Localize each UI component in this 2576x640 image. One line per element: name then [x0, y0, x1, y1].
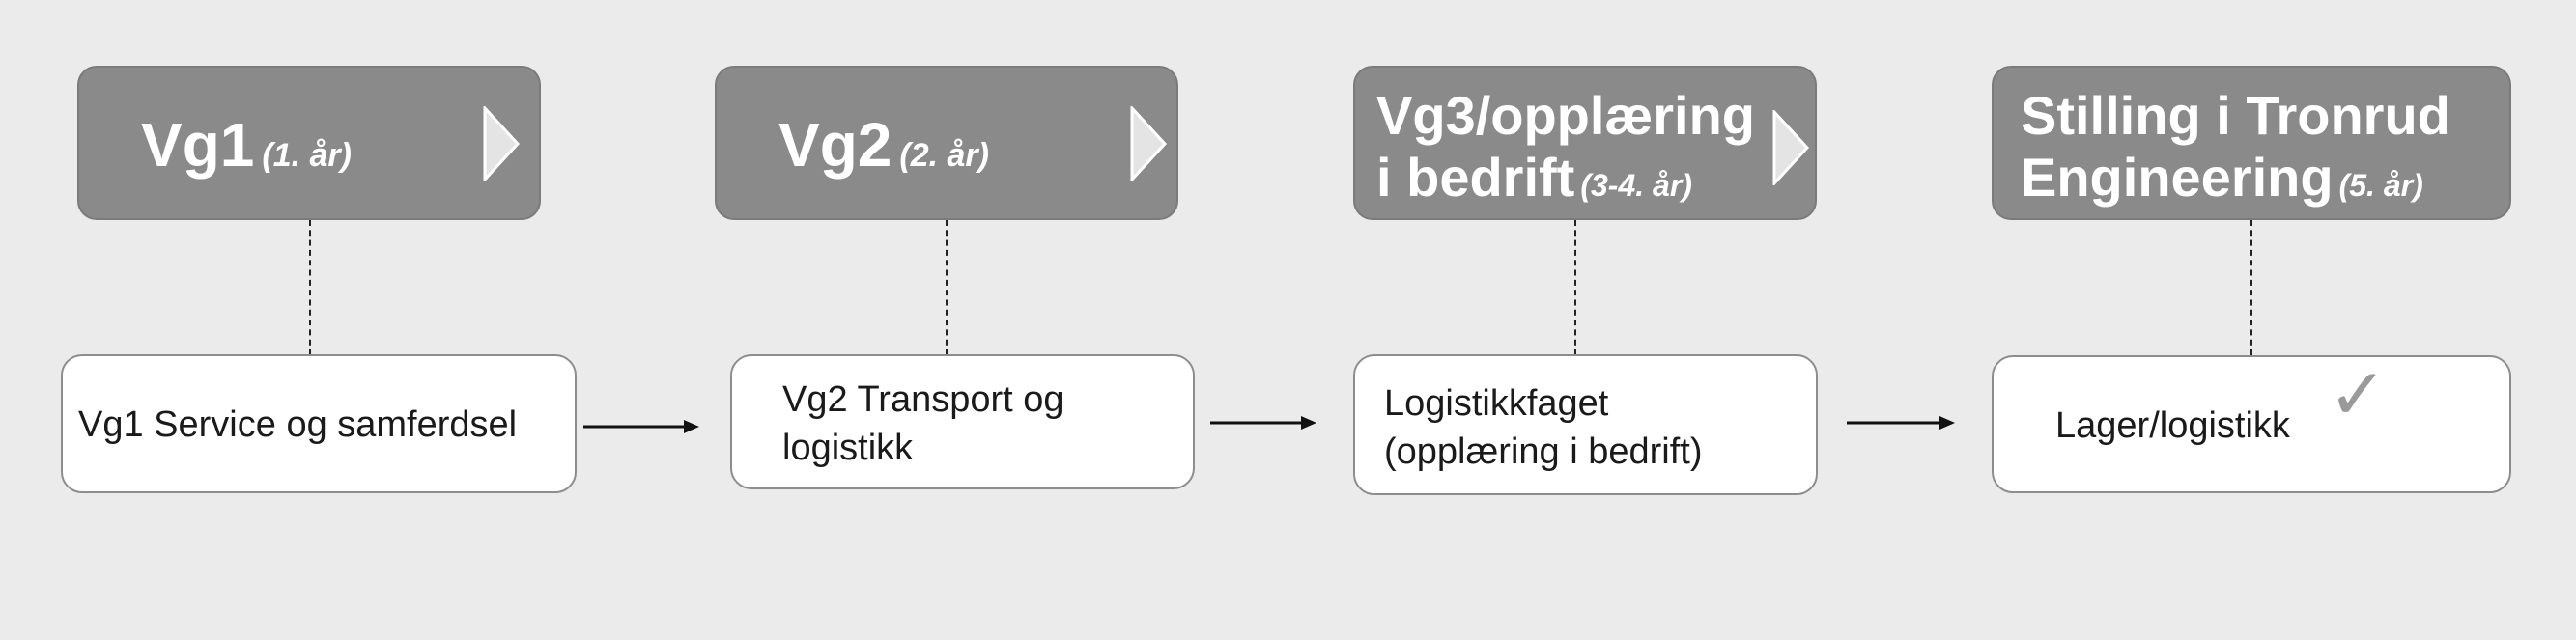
- course-employment: Lager/logistikk ✓: [1992, 355, 2511, 493]
- stage-title: Vg1(1. år): [141, 114, 352, 186]
- course-label: Lager/logistikk: [2055, 405, 2290, 446]
- course-vg3: Logistikkfaget (opplæring i bedrift): [1353, 354, 1818, 495]
- chevron-right-icon: [483, 106, 520, 181]
- arrow-right-icon: [1847, 416, 1955, 430]
- course-vg2: Vg2 Transport og logistikk: [730, 354, 1195, 489]
- stage-vg1: Vg1(1. år): [77, 66, 541, 220]
- arrow-right-icon: [1210, 416, 1316, 430]
- stage-title: Vg3/opplæring i bedrift(3-4. år): [1376, 85, 1755, 216]
- connector-line: [1574, 220, 1576, 355]
- arrow-right-icon: [583, 420, 699, 433]
- stage-vg2: Vg2(2. år): [715, 66, 1178, 220]
- stage-name-line2: Engineering: [2021, 147, 2334, 208]
- stage-name-line1: Stilling i Tronrud: [2021, 85, 2450, 146]
- stage-name-line1: Vg3/opplæring: [1376, 85, 1755, 146]
- stage-year: (3-4. år): [1580, 168, 1692, 203]
- stage-name: Vg2: [778, 110, 892, 180]
- stage-title: Stilling i Tronrud Engineering(5. år): [2021, 85, 2450, 216]
- course-label: Vg1 Service og samferdsel: [78, 404, 518, 445]
- stage-year: (1. år): [262, 137, 352, 174]
- connector-line: [309, 220, 311, 355]
- course-label-line1: Vg2 Transport og: [782, 379, 1064, 420]
- course-vg1: Vg1 Service og samferdsel: [61, 354, 577, 493]
- stage-title: Vg2(2. år): [778, 114, 989, 186]
- stage-name-line2: i bedrift: [1376, 147, 1575, 208]
- course-label-line2: (opplæring i bedrift): [1384, 431, 1703, 472]
- stage-employment: Stilling i Tronrud Engineering(5. år): [1992, 66, 2511, 220]
- course-label-line2: logistikk: [782, 428, 914, 468]
- chevron-right-icon: [1772, 110, 1809, 185]
- stage-year: (2. år): [899, 137, 989, 174]
- connector-line: [946, 220, 948, 355]
- connector-line: [2250, 220, 2252, 355]
- chevron-right-icon: [1130, 106, 1167, 181]
- stage-vg3: Vg3/opplæring i bedrift(3-4. år): [1353, 66, 1817, 220]
- checkmark-icon: ✓: [2328, 353, 2389, 436]
- stage-name: Vg1: [141, 110, 255, 180]
- course-label-line1: Logistikkfaget: [1384, 383, 1609, 424]
- stage-year: (5. år): [2338, 168, 2423, 203]
